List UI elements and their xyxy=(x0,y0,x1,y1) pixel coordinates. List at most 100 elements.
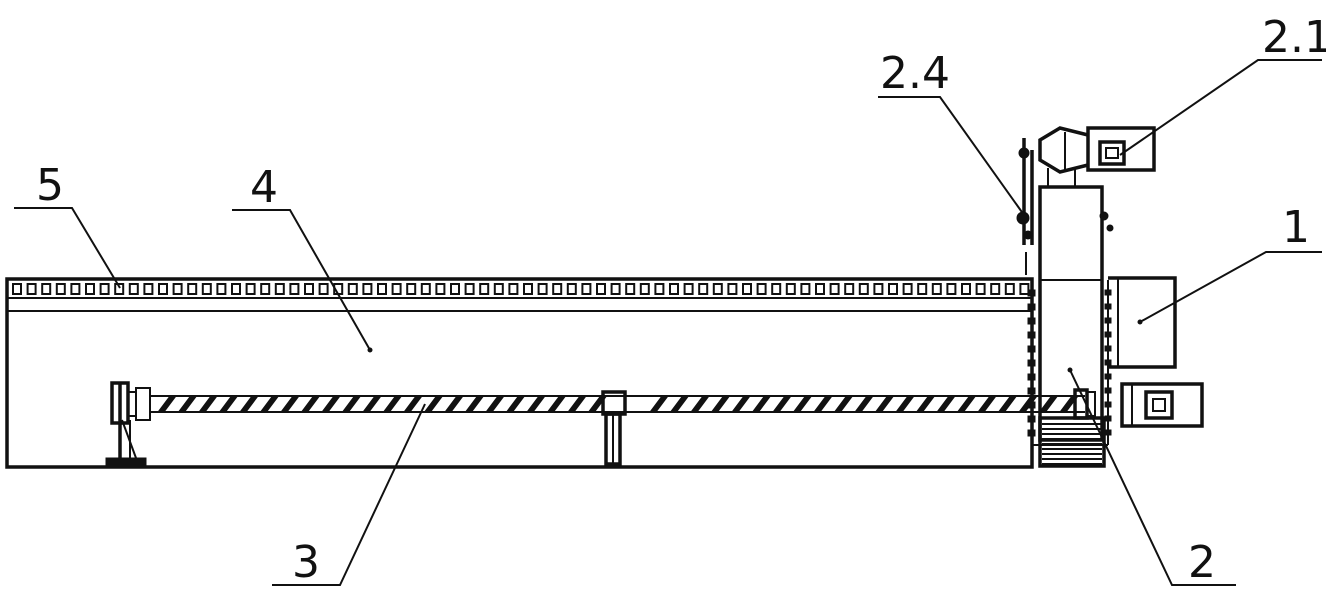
grate-slot xyxy=(289,283,300,295)
screw-flights xyxy=(157,395,1079,413)
tank xyxy=(5,277,1034,469)
grate-slot xyxy=(70,283,81,295)
grate-slot xyxy=(508,283,519,295)
screw-flight xyxy=(403,395,423,413)
screw-flight xyxy=(239,395,259,413)
screw-flight xyxy=(690,395,710,413)
grate-slot xyxy=(493,283,504,295)
screw-flight xyxy=(792,395,813,413)
grate-slot xyxy=(698,283,709,295)
chain-link xyxy=(1104,317,1112,324)
chain-link xyxy=(1104,429,1112,436)
grate-slot xyxy=(669,283,679,295)
top-motor xyxy=(1038,126,1156,187)
grate-slot xyxy=(245,283,256,295)
screw-flight xyxy=(936,395,956,413)
screw-flight xyxy=(321,395,341,413)
grate-slot xyxy=(756,283,767,295)
grate-slot xyxy=(537,283,548,295)
chain-link xyxy=(1027,317,1036,325)
tank-outline xyxy=(5,277,1034,469)
label-separator-unit: 2 xyxy=(1188,537,1216,588)
chain-link xyxy=(1104,345,1112,352)
chain-link xyxy=(1027,289,1036,297)
grate-slot xyxy=(800,283,811,295)
grate-slot xyxy=(26,283,37,295)
screw-flight xyxy=(280,395,300,413)
grate-strip xyxy=(12,283,1030,295)
screw-conveyor xyxy=(105,381,1096,466)
screw-flight xyxy=(854,395,874,413)
label-screw-conveyor: 3 xyxy=(292,537,320,588)
grate-slot xyxy=(187,283,198,295)
grate-slot xyxy=(347,283,358,295)
chain-link xyxy=(1027,373,1036,381)
grate-slot xyxy=(1004,283,1015,295)
screw-flight xyxy=(751,395,772,413)
left-chain-marks xyxy=(1027,289,1036,437)
screw-flight xyxy=(341,395,362,413)
grate-slot xyxy=(304,283,314,295)
screw-flight xyxy=(362,395,382,413)
grate-slot xyxy=(858,283,869,295)
grate-slot xyxy=(435,283,446,295)
grate-slot xyxy=(727,283,738,295)
grate-slot xyxy=(815,283,825,295)
grate-slot xyxy=(318,283,329,295)
label-motor-top: 2.1 xyxy=(1262,12,1326,63)
screw-flight xyxy=(300,395,321,413)
screw-flight xyxy=(259,395,280,413)
hopper xyxy=(1108,276,1177,369)
screw-flight xyxy=(423,395,444,413)
separator-base-hatching xyxy=(1042,423,1102,465)
screw-flight xyxy=(649,395,669,413)
grate-slot xyxy=(742,283,752,295)
grate-slot xyxy=(683,283,694,295)
screw-flight xyxy=(997,395,1018,413)
chain-link xyxy=(1027,401,1036,409)
grate-slot xyxy=(479,283,490,295)
grate-slot xyxy=(55,283,66,295)
grate-slot xyxy=(639,283,650,295)
grate-slot xyxy=(917,283,928,295)
screw-flight xyxy=(833,395,854,413)
screw-flight xyxy=(157,395,177,413)
grate-slot xyxy=(596,283,606,295)
chain-link xyxy=(1027,345,1036,353)
grate-slot xyxy=(654,283,665,295)
screw-flight xyxy=(710,395,731,413)
screw-flight xyxy=(977,395,997,413)
chain-link xyxy=(1104,289,1112,296)
grate-slot xyxy=(844,283,855,295)
grate-slot xyxy=(712,283,723,295)
grate-slot xyxy=(231,283,241,295)
grate-slot xyxy=(201,283,212,295)
chain-link xyxy=(1027,387,1036,395)
label-drive-wheel: 2.4 xyxy=(880,48,950,99)
grate-slot xyxy=(785,283,796,295)
chain-link xyxy=(1027,429,1036,437)
grate-slot xyxy=(216,283,227,295)
label-tank-body: 4 xyxy=(250,162,278,213)
grate-slot xyxy=(888,283,898,295)
grate-slot xyxy=(625,283,636,295)
grate-slot xyxy=(961,283,971,295)
grate-slot xyxy=(128,283,139,295)
screw-flight xyxy=(177,395,198,413)
right-chain-marks xyxy=(1104,289,1112,436)
label-hopper: 1 xyxy=(1282,202,1310,253)
grate-slot xyxy=(829,283,840,295)
grate-slot xyxy=(975,283,986,295)
screw-flight xyxy=(526,395,546,413)
grate-slot xyxy=(552,283,563,295)
screw-flight xyxy=(772,395,792,413)
chain-link xyxy=(1104,415,1112,422)
grate-slot xyxy=(260,283,271,295)
right-coupling xyxy=(1073,388,1096,420)
screw-flight xyxy=(485,395,505,413)
grate-slot xyxy=(85,283,95,295)
grate-slot xyxy=(873,283,884,295)
chain-link xyxy=(1104,387,1112,394)
chain-link xyxy=(1027,359,1036,367)
